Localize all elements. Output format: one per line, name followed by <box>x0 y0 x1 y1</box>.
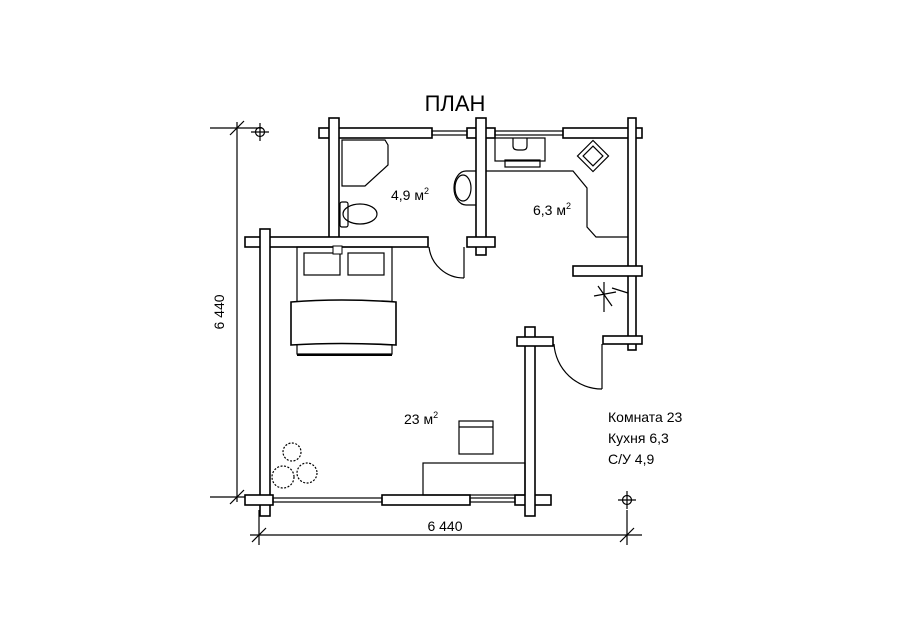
vertical-dimension <box>210 120 262 505</box>
plant-icon <box>271 442 318 489</box>
room-area: 23 м2 <box>404 410 438 427</box>
stove-icon <box>576 139 610 173</box>
legend-bathroom: С/У 4,9 <box>608 451 654 467</box>
armchair-icon <box>458 420 494 455</box>
kitchen-counter <box>486 137 628 238</box>
bed-icon <box>290 245 397 356</box>
horizontal-dimension <box>250 510 642 545</box>
legend-room: Комната 23 <box>608 409 682 425</box>
toilet-icon <box>339 201 378 228</box>
axis-marker-icon <box>618 491 636 509</box>
sink-icon <box>453 170 476 206</box>
vertical-dimension-label: 6 440 <box>211 294 227 329</box>
shower-icon <box>341 139 389 187</box>
windows <box>272 130 564 503</box>
bathroom-area: 4,9 м2 <box>391 186 429 203</box>
horizontal-dimension-label: 6 440 <box>427 518 462 534</box>
desk-icon <box>422 462 526 496</box>
axis-marker-icon <box>251 123 269 141</box>
plan-title: ПЛАН <box>425 91 486 116</box>
door-bathroom <box>428 246 465 279</box>
coat-rack-icon <box>593 282 629 312</box>
legend-kitchen: Кухня 6,3 <box>608 430 669 446</box>
door-kitchen <box>553 343 603 390</box>
kitchen-area: 6,3 м2 <box>533 201 571 218</box>
